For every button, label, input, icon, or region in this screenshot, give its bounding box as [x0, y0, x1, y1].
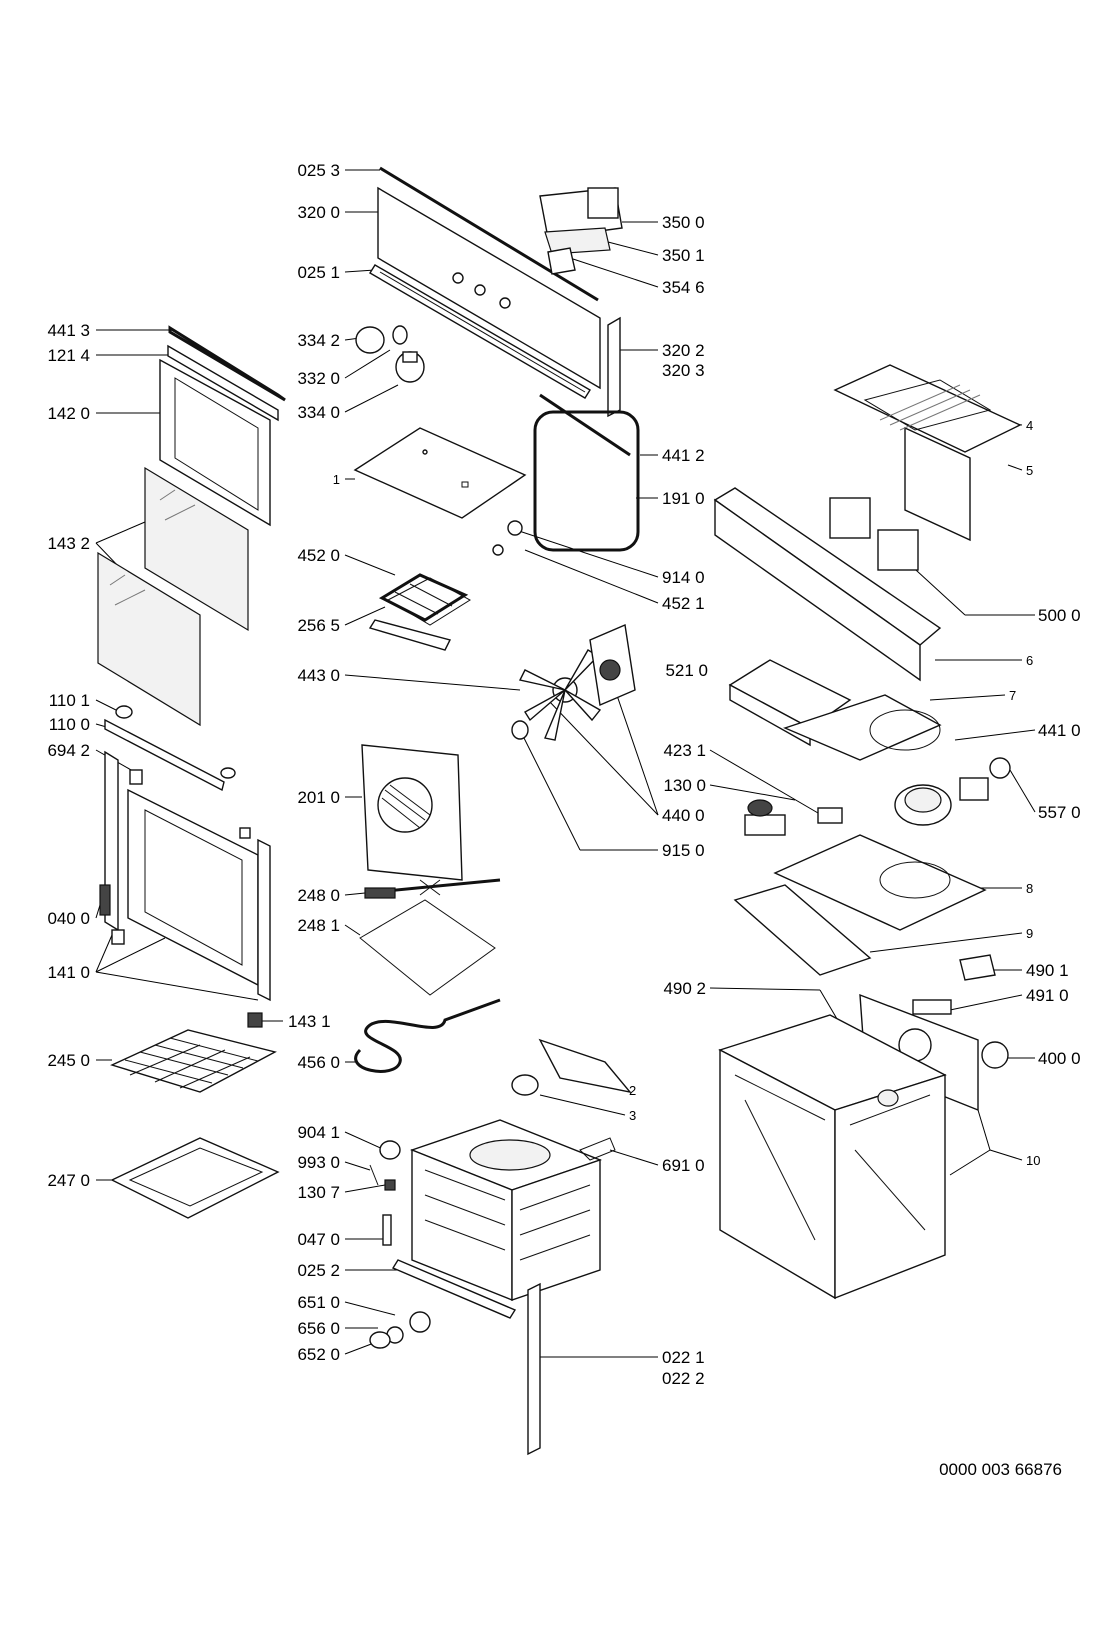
label-10: 10 [1026, 1153, 1040, 1168]
label-350-1: 350 1 [662, 246, 705, 265]
label-4: 4 [1026, 418, 1033, 433]
label-141-0: 141 0 [47, 963, 90, 982]
label-691-0: 691 0 [662, 1156, 705, 1175]
label-320-3: 320 3 [662, 361, 705, 380]
label-143-2: 143 2 [47, 534, 90, 553]
label-694-2: 694 2 [47, 741, 90, 760]
label-110-1: 110 1 [49, 691, 90, 710]
right-column-parts [713, 364, 1022, 1300]
label-110-0: 110 0 [49, 715, 90, 734]
label-2: 2 [629, 1083, 636, 1098]
label-557-0: 557 0 [1038, 803, 1081, 822]
label-040-0: 040 0 [47, 909, 90, 928]
label-904-1: 904 1 [297, 1123, 340, 1142]
control-panel-parts [355, 166, 623, 418]
label-248-1: 248 1 [297, 916, 340, 935]
label-022-2: 022 2 [662, 1369, 705, 1388]
label-441-2: 441 2 [662, 446, 705, 465]
label-334-2: 334 2 [297, 331, 340, 350]
label-440-0: 440 0 [662, 806, 705, 825]
door-column-parts [97, 325, 286, 1219]
label-121-4: 121 4 [47, 346, 90, 365]
label-400-0: 400 0 [1038, 1049, 1081, 1068]
leader-lines [95, 169, 1036, 1358]
label-914-0: 914 0 [662, 568, 705, 587]
label-025-2: 025 2 [297, 1261, 340, 1280]
label-500-0: 500 0 [1038, 606, 1081, 625]
label-490-2: 490 2 [663, 979, 706, 998]
label-025-1: 025 1 [297, 263, 340, 282]
label-047-0: 047 0 [297, 1230, 340, 1249]
label-025-3: 025 3 [297, 161, 340, 180]
label-022-1: 022 1 [662, 1348, 705, 1367]
label-130-7: 130 7 [297, 1183, 340, 1202]
label-441-0: 441 0 [1038, 721, 1081, 740]
label-652-0: 652 0 [297, 1345, 340, 1364]
label-9: 9 [1026, 926, 1033, 941]
label-332-0: 332 0 [297, 369, 340, 388]
label-320-0: 320 0 [297, 203, 340, 222]
label-7: 7 [1009, 688, 1016, 703]
label-350-0: 350 0 [662, 213, 705, 232]
label-452-1: 452 1 [662, 594, 705, 613]
label-143-1: 143 1 [288, 1012, 331, 1031]
label-248-0: 248 0 [297, 886, 340, 905]
label-490-1: 490 1 [1026, 961, 1069, 980]
label-423-1: 423 1 [663, 741, 706, 760]
label-354-6: 354 6 [662, 278, 705, 297]
label-993-0: 993 0 [297, 1153, 340, 1172]
label-334-0: 334 0 [297, 403, 340, 422]
label-201-0: 201 0 [297, 788, 340, 807]
label-651-0: 651 0 [297, 1293, 340, 1312]
label-142-0: 142 0 [47, 404, 90, 423]
label-130-0: 130 0 [663, 776, 706, 795]
label-521-0: 521 0 [665, 661, 708, 680]
part-labels: 025 3 320 0 025 1 350 0 350 1 354 6 441 … [47, 161, 1080, 1388]
label-456-0: 456 0 [297, 1053, 340, 1072]
label-256-5: 256 5 [297, 616, 340, 635]
label-6: 6 [1026, 653, 1033, 668]
label-191-0: 191 0 [662, 489, 705, 508]
label-3: 3 [629, 1108, 636, 1123]
label-656-0: 656 0 [297, 1319, 340, 1338]
label-915-0: 915 0 [662, 841, 705, 860]
label-245-0: 245 0 [47, 1051, 90, 1070]
label-320-2: 320 2 [662, 341, 705, 360]
document-number: 0000 003 66876 [939, 1460, 1062, 1479]
label-491-0: 491 0 [1026, 986, 1069, 1005]
label-5: 5 [1026, 463, 1033, 478]
label-443-0: 443 0 [297, 666, 340, 685]
label-1: 1 [333, 472, 340, 487]
label-8: 8 [1026, 881, 1033, 896]
label-247-0: 247 0 [47, 1171, 90, 1190]
interior-parts [353, 393, 640, 1456]
label-441-3: 441 3 [47, 321, 90, 340]
label-452-0: 452 0 [297, 546, 340, 565]
